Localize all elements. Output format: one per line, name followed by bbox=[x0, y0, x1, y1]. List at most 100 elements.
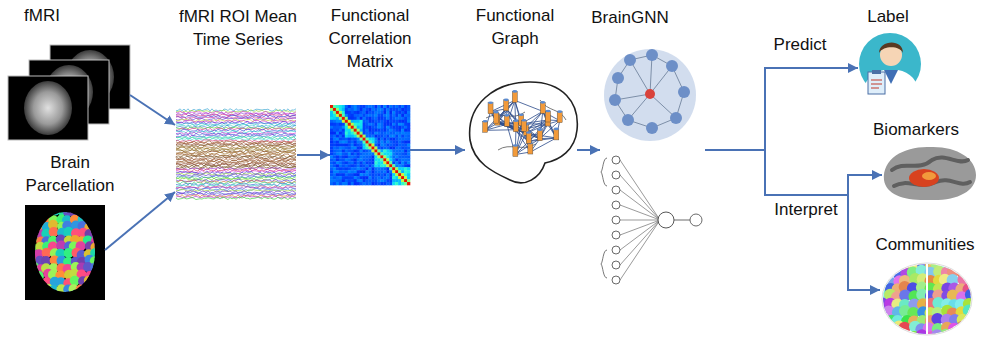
flow-arrow bbox=[410, 149, 465, 151]
correlation-matrix bbox=[369, 117, 372, 120]
correlation-matrix bbox=[404, 161, 407, 164]
time-series-plot bbox=[176, 150, 296, 153]
graph-regions bbox=[537, 130, 542, 141]
correlation-matrix bbox=[392, 158, 395, 161]
correlation-matrix bbox=[401, 144, 404, 147]
correlation-matrix bbox=[351, 167, 354, 170]
correlation-matrix bbox=[330, 155, 333, 158]
gnn-graph bbox=[678, 86, 690, 98]
time-series-plot bbox=[176, 193, 296, 196]
correlation-matrix bbox=[380, 176, 383, 179]
correlation-matrix bbox=[357, 158, 360, 161]
correlation-matrix bbox=[383, 141, 386, 144]
correlation-matrix bbox=[339, 146, 342, 149]
correlation-matrix bbox=[374, 129, 377, 132]
cortex-biomarker bbox=[884, 147, 976, 200]
correlation-matrix bbox=[398, 132, 401, 135]
correlation-matrix bbox=[330, 141, 333, 144]
correlation-matrix bbox=[395, 170, 398, 173]
correlation-matrix bbox=[383, 158, 386, 161]
correlation-matrix bbox=[330, 114, 333, 117]
correlation-matrix bbox=[380, 158, 383, 161]
community-regions bbox=[964, 329, 976, 339]
stage-heading: fMRI bbox=[12, 4, 72, 27]
correlation-matrix bbox=[374, 111, 377, 114]
correlation-matrix bbox=[371, 141, 374, 144]
cortex-biomarker bbox=[892, 157, 970, 186]
correlation-matrix bbox=[342, 120, 345, 123]
correlation-matrix bbox=[339, 108, 342, 111]
graph-regions bbox=[494, 112, 499, 123]
correlation-matrix bbox=[360, 144, 363, 147]
correlation-matrix bbox=[401, 135, 404, 138]
correlation-matrix bbox=[380, 152, 383, 155]
correlation-matrix bbox=[360, 173, 363, 176]
graph-links bbox=[491, 112, 516, 130]
correlation-matrix bbox=[330, 135, 333, 138]
graph-regions bbox=[513, 119, 518, 122]
correlation-matrix bbox=[383, 149, 386, 152]
correlation-matrix bbox=[354, 117, 357, 120]
correlation-matrix bbox=[392, 176, 395, 179]
correlation-matrix bbox=[336, 155, 339, 158]
correlation-matrix bbox=[398, 117, 401, 120]
time-series-plot bbox=[176, 161, 296, 164]
correlation-matrix bbox=[398, 114, 401, 117]
correlation-matrix bbox=[333, 152, 336, 155]
correlation-matrix bbox=[348, 161, 351, 164]
correlation-matrix bbox=[342, 105, 345, 108]
graph-regions bbox=[554, 128, 559, 131]
correlation-matrix bbox=[386, 182, 389, 185]
correlation-matrix bbox=[401, 105, 404, 108]
correlation-matrix bbox=[398, 167, 401, 170]
correlation-matrix bbox=[363, 114, 366, 117]
correlation-matrix bbox=[354, 179, 357, 182]
correlation-matrix bbox=[374, 120, 377, 123]
correlation-matrix bbox=[407, 182, 410, 185]
correlation-matrix bbox=[369, 105, 372, 108]
graph-regions bbox=[483, 90, 563, 156]
correlation-matrix bbox=[371, 117, 374, 120]
stage-node: Label bbox=[858, 32, 922, 96]
correlation-matrix bbox=[380, 105, 383, 108]
correlation-matrix bbox=[348, 111, 351, 114]
correlation-matrix bbox=[404, 176, 407, 179]
correlation-matrix bbox=[330, 138, 333, 141]
correlation-matrix bbox=[369, 144, 372, 147]
correlation-matrix bbox=[398, 120, 401, 123]
correlation-matrix bbox=[351, 117, 354, 120]
correlation-matrix bbox=[401, 132, 404, 135]
correlation-matrix bbox=[354, 167, 357, 170]
correlation-matrix bbox=[348, 144, 351, 147]
correlation-matrix bbox=[392, 144, 395, 147]
stage-node: BrainGNN bbox=[600, 45, 705, 285]
correlation-matrix bbox=[374, 138, 377, 141]
correlation-matrix bbox=[380, 173, 383, 176]
correlation-matrix bbox=[351, 155, 354, 158]
doctor-icon bbox=[879, 42, 903, 53]
correlation-matrix bbox=[369, 132, 372, 135]
correlation-matrix bbox=[333, 132, 336, 135]
parcel-regions bbox=[27, 206, 102, 296]
correlation-matrix bbox=[377, 149, 380, 152]
correlation-matrix bbox=[383, 161, 386, 164]
correlation-matrix bbox=[342, 108, 345, 111]
correlation-matrix bbox=[395, 126, 398, 129]
correlation-matrix bbox=[395, 164, 398, 167]
correlation-matrix bbox=[351, 141, 354, 144]
parcel-regions bbox=[49, 227, 59, 237]
flow-arrow bbox=[705, 150, 882, 195]
correlation-matrix bbox=[377, 123, 380, 126]
stage-node: Functional Graph bbox=[465, 78, 577, 190]
correlation-matrix bbox=[395, 161, 398, 164]
community-regions bbox=[883, 265, 895, 277]
correlation-matrix bbox=[345, 182, 348, 185]
correlation-matrix bbox=[392, 173, 395, 176]
correlation-matrix bbox=[404, 108, 407, 111]
correlation-matrix bbox=[366, 164, 369, 167]
correlation-matrix bbox=[371, 149, 374, 152]
correlation-matrix bbox=[383, 167, 386, 170]
parcel-regions bbox=[84, 276, 94, 286]
time-series-plot bbox=[176, 192, 296, 194]
correlation-matrix bbox=[374, 123, 377, 126]
